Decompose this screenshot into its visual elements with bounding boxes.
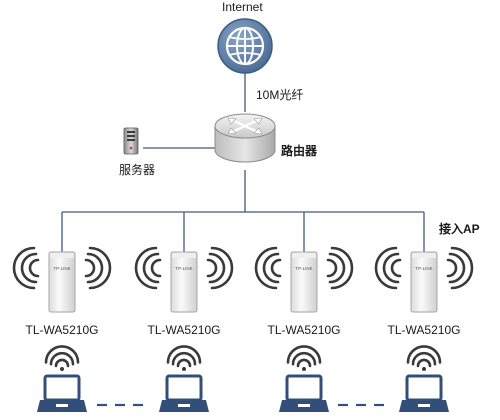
signal-arc — [446, 258, 458, 278]
router-icon — [214, 113, 276, 163]
signal-arc — [270, 258, 282, 278]
ap-device-icon: TP-LINK — [134, 246, 234, 313]
ap-logo: TP-LINK — [295, 266, 312, 271]
wifi-icon — [166, 345, 202, 371]
signal-arc — [382, 252, 400, 284]
ap-body — [48, 251, 76, 313]
signal-arc — [450, 246, 474, 290]
ap-model-label: TL-WA5210G — [267, 323, 341, 337]
signal-arc — [210, 246, 234, 290]
server-icon — [123, 127, 139, 155]
signal-arc — [150, 258, 162, 278]
ap-body — [170, 251, 198, 313]
ap-model-label: TL-WA5210G — [387, 323, 461, 337]
ap-cap — [50, 253, 74, 258]
signal-arc — [448, 252, 466, 284]
signal-arc — [328, 252, 346, 284]
signal-arc — [12, 246, 36, 290]
signal-arc — [206, 258, 218, 278]
ap-model-label: TL-WA5210G — [25, 323, 99, 337]
laptop-icon — [159, 374, 209, 412]
ap-device-icon: TP-LINK — [12, 246, 112, 313]
signal-arc — [142, 252, 160, 284]
ap-logo: TP-LINK — [175, 266, 192, 271]
signal-arc — [326, 258, 338, 278]
laptop-icon — [37, 374, 87, 412]
ap-cap — [292, 253, 316, 258]
client-layer — [37, 345, 449, 412]
wifi-icon — [44, 345, 80, 371]
signal-arc — [374, 246, 398, 290]
globe-icon — [217, 18, 273, 74]
ap-layer: TP-LINK TP-LINK TP-LINK TP-LINK — [12, 246, 474, 313]
ap-cap — [412, 253, 436, 258]
signal-arc — [390, 258, 402, 278]
internet-label: Internet — [222, 0, 263, 14]
ap-device-icon: TP-LINK — [374, 246, 474, 313]
ap-cap — [172, 253, 196, 258]
laptop-icon — [279, 374, 329, 412]
wifi-icon — [286, 345, 322, 371]
signal-arc — [28, 258, 40, 278]
signal-arc — [134, 246, 158, 290]
ap-logo: TP-LINK — [53, 266, 70, 271]
signal-arc — [20, 252, 38, 284]
uplink-label: 10M光纤 — [256, 88, 304, 102]
signal-arc — [262, 252, 280, 284]
signal-arc — [208, 252, 226, 284]
ap-body — [410, 251, 438, 313]
access-ap-label: 接入AP — [439, 222, 480, 236]
wifi-icon — [406, 345, 442, 371]
links — [61, 73, 425, 252]
signal-arc — [254, 246, 278, 290]
signal-arc — [86, 252, 104, 284]
router-label: 路由器 — [281, 144, 318, 158]
server-label: 服务器 — [119, 163, 156, 177]
ap-model-label: TL-WA5210G — [147, 323, 221, 337]
ap-logo: TP-LINK — [415, 266, 432, 271]
signal-arc — [330, 246, 354, 290]
signal-arc — [84, 258, 96, 278]
ap-body — [290, 251, 318, 313]
laptop-icon — [399, 374, 449, 412]
signal-arc — [88, 246, 112, 290]
ap-device-icon: TP-LINK — [254, 246, 354, 313]
